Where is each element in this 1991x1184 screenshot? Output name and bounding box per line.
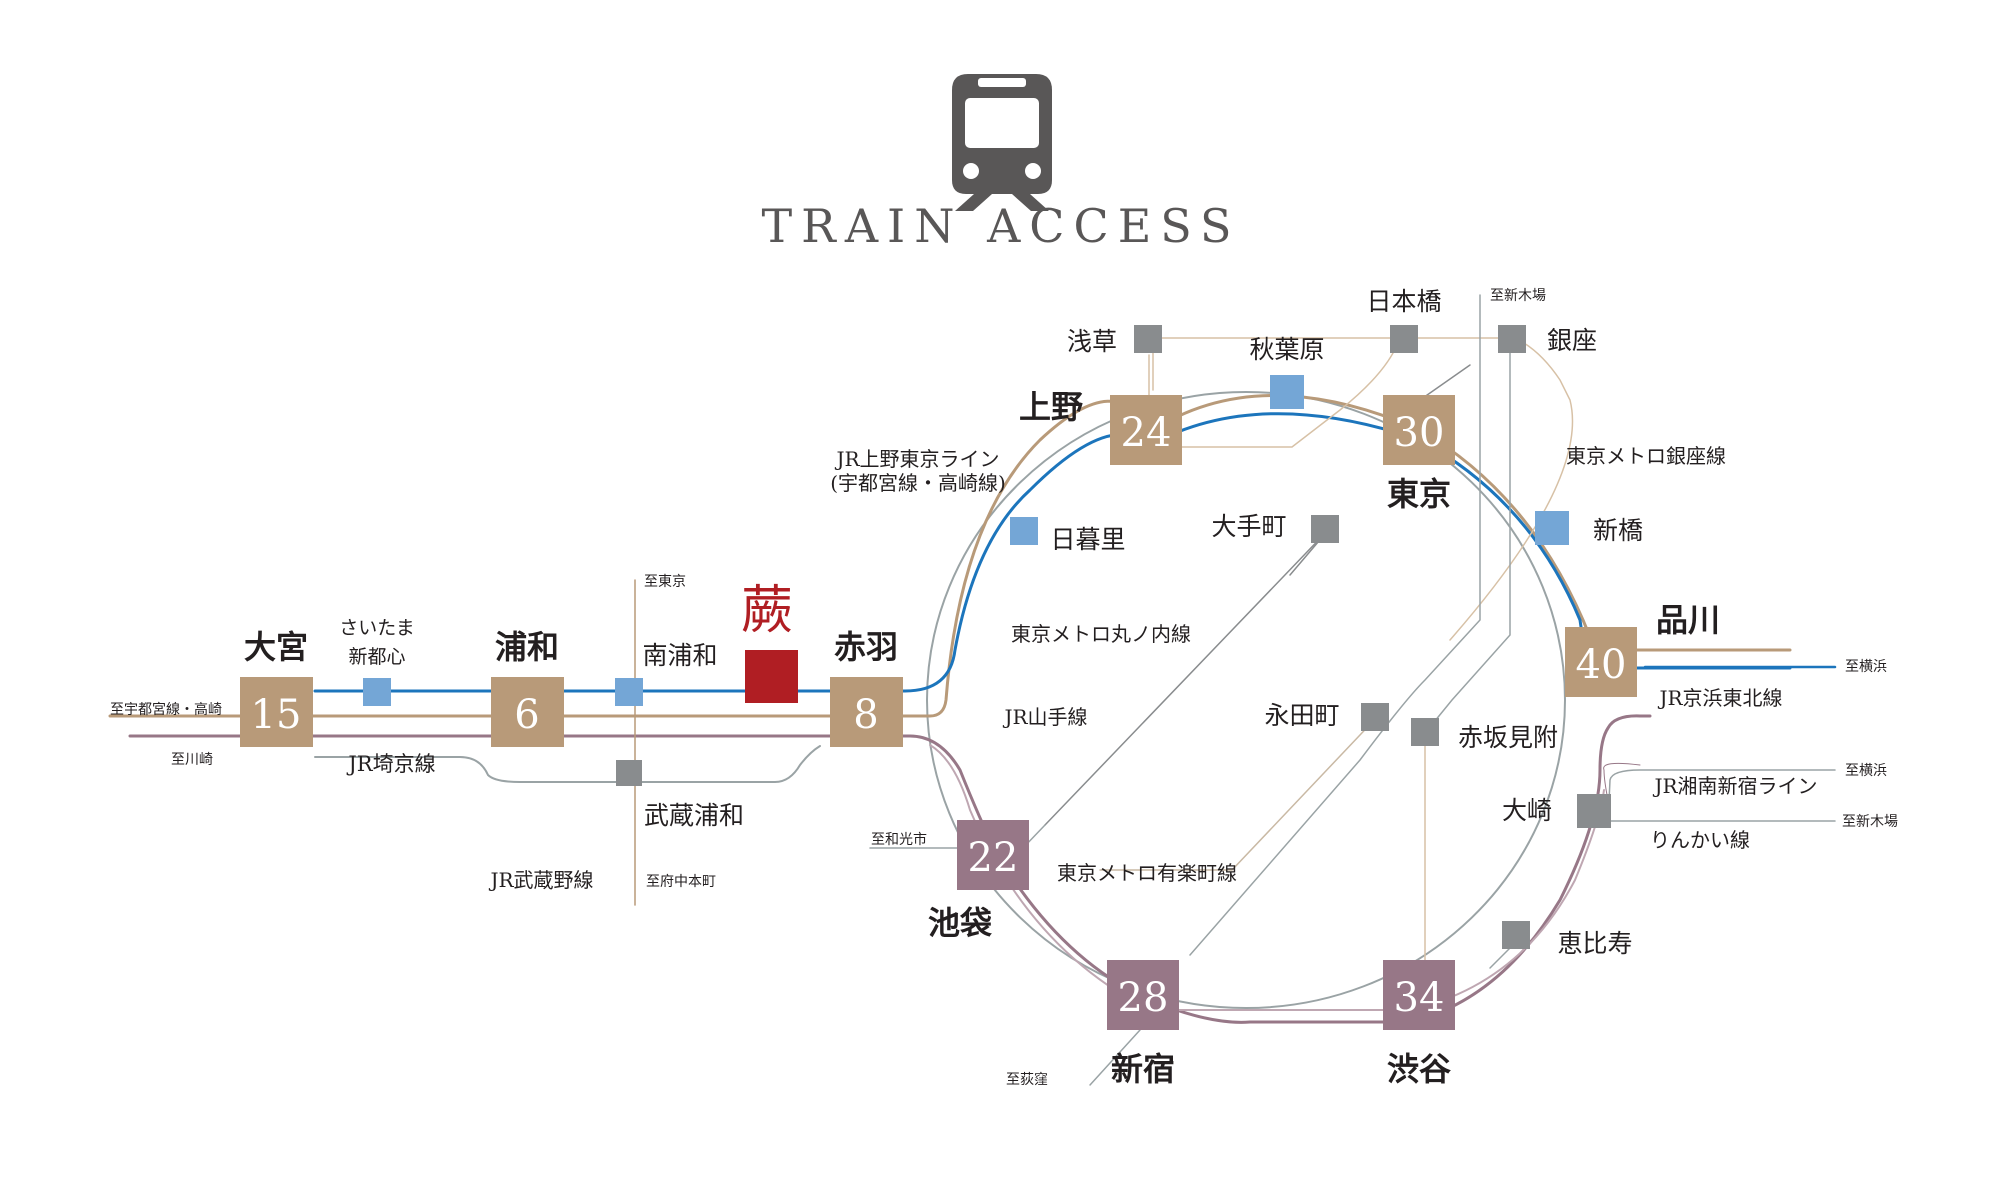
major-station-shinjuku[interactable]: 28 xyxy=(1107,960,1179,1030)
station-name-ueno: 上野 xyxy=(1019,388,1083,426)
station-marker-asakusa[interactable] xyxy=(1134,325,1162,353)
station-marker-shimbashi[interactable] xyxy=(1535,511,1569,545)
direction-utsunomiya-takasaki: 至宇都宮線・高崎 xyxy=(110,701,222,718)
station-name-shimbashi: 新橋 xyxy=(1593,516,1643,545)
minutes-urawa: 6 xyxy=(514,692,539,738)
station-name-nippori: 日暮里 xyxy=(1050,525,1125,554)
minutes-ueno: 24 xyxy=(1121,410,1172,456)
major-station-ueno[interactable]: 24 xyxy=(1110,395,1182,465)
direction-ogikubo: 至荻窪 xyxy=(1006,1071,1048,1088)
utsunomiya-line xyxy=(108,399,1152,718)
minutes-shibuya: 34 xyxy=(1394,975,1445,1021)
station-name-nihonbashi: 日本橋 xyxy=(1366,287,1441,316)
line-label-jr-ueno-tokyo-1: JR上野東京ライン xyxy=(834,447,999,471)
line-label-yurakucho: 東京メトロ有楽町線 xyxy=(1057,861,1237,885)
station-name-akihabara: 秋葉原 xyxy=(1249,335,1324,364)
station-name-musashi-urawa: 武蔵浦和 xyxy=(644,801,744,830)
saikyo-line xyxy=(128,714,1652,1024)
ginza-line xyxy=(1139,337,1574,641)
direction-shinkiba-right: 至新木場 xyxy=(1842,814,1898,830)
station-marker-musashi-urawa[interactable] xyxy=(616,760,642,786)
direction-tokyo: 至東京 xyxy=(644,574,686,590)
minutes-ikebukuro: 22 xyxy=(968,835,1019,881)
minutes-shinjuku: 28 xyxy=(1118,975,1169,1021)
station-marker-nippori[interactable] xyxy=(1010,517,1038,545)
marunouchi-line xyxy=(1044,527,1331,826)
station-name-shinagawa: 品川 xyxy=(1656,601,1720,639)
line-label-jr-musashino: JR武蔵野線 xyxy=(488,868,593,892)
major-station-akabane[interactable]: 8 xyxy=(830,677,903,747)
station-marker-ebisu[interactable] xyxy=(1502,921,1530,949)
line-label-marunouchi: 東京メトロ丸ノ内線 xyxy=(1011,622,1191,646)
station-name-ikebukuro: 池袋 xyxy=(928,904,992,942)
station-name-urawa: 浦和 xyxy=(495,628,559,666)
line-label-jr-saikyo: JR埼京線 xyxy=(346,752,435,776)
station-marker-nihonbashi[interactable] xyxy=(1390,325,1418,353)
yamanote-line xyxy=(926,391,1566,1009)
station-name-shinjuku: 新宿 xyxy=(1111,1050,1175,1088)
station-name-osaki: 大崎 xyxy=(1502,796,1552,825)
direction-kawasaki: 至川崎 xyxy=(171,752,213,768)
station-marker-osaki[interactable] xyxy=(1577,794,1611,828)
station-name-minami-urawa: 南浦和 xyxy=(642,641,717,670)
station-name-otemachi: 大手町 xyxy=(1211,512,1286,541)
minutes-omiya: 15 xyxy=(251,692,302,738)
direction-yokohama-1: 至横浜 xyxy=(1845,659,1887,675)
station-name-ebisu: 恵比寿 xyxy=(1557,929,1632,958)
line-label-jr-ueno-tokyo-2: (宇都宮線・高崎線) xyxy=(830,471,1006,495)
station-name-ginza: 銀座 xyxy=(1547,326,1597,355)
direction-shinkiba-top: 至新木場 xyxy=(1490,288,1546,304)
home-station-name: 蕨 xyxy=(741,581,793,641)
station-marker-minami-urawa[interactable] xyxy=(615,678,643,706)
home-station-marker[interactable] xyxy=(745,650,798,703)
minutes-akabane: 8 xyxy=(853,692,878,738)
line-label-yamanote: JR山手線 xyxy=(1002,705,1087,729)
station-name-akabane: 赤羽 xyxy=(834,628,898,666)
station-name-saitama-shintoshin-1: さいたま xyxy=(339,617,414,639)
line-label-keihin-tohoku: JR京浜東北線 xyxy=(1657,686,1782,710)
station-name-shibuya: 渋谷 xyxy=(1387,1050,1451,1088)
station-name-tokyo: 東京 xyxy=(1387,475,1451,513)
station-marker-nagatacho[interactable] xyxy=(1361,703,1389,731)
major-station-ikebukuro[interactable]: 22 xyxy=(957,820,1029,890)
station-marker-saitama-shintoshin[interactable] xyxy=(363,678,391,706)
station-name-akasaka-mitsuke: 赤坂見附 xyxy=(1458,723,1558,752)
station-marker-otemachi[interactable] xyxy=(1311,515,1339,543)
major-station-tokyo[interactable]: 30 xyxy=(1383,395,1455,465)
line-label-ginza-line: 東京メトロ銀座線 xyxy=(1566,444,1726,468)
major-station-shinagawa[interactable]: 40 xyxy=(1565,627,1637,697)
yurakucho-line xyxy=(1099,715,1379,871)
major-station-omiya[interactable]: 15 xyxy=(240,677,313,747)
station-marker-akihabara[interactable] xyxy=(1270,375,1304,409)
minor-station-markers xyxy=(363,325,1611,949)
station-name-omiya: 大宮 xyxy=(244,628,308,666)
station-name-saitama-shintoshin-2: 新都心 xyxy=(348,646,405,668)
line-label-rinkai: りんかい線 xyxy=(1650,828,1750,852)
minutes-shinagawa: 40 xyxy=(1576,642,1627,688)
station-name-nagatacho: 永田町 xyxy=(1264,701,1339,730)
direction-fuchu-hommachi: 至府中本町 xyxy=(646,874,716,890)
line-label-shonan-shinjuku: JR湘南新宿ライン xyxy=(1652,774,1817,798)
station-name-asakusa: 浅草 xyxy=(1067,327,1117,356)
major-station-shibuya[interactable]: 34 xyxy=(1383,960,1455,1030)
direction-wakoshi: 至和光市 xyxy=(871,831,927,848)
musashino-line xyxy=(314,745,821,783)
station-marker-ginza[interactable] xyxy=(1498,325,1526,353)
direction-yokohama-2: 至横浜 xyxy=(1845,763,1887,779)
minutes-tokyo: 30 xyxy=(1394,410,1445,456)
page-title: TRAIN ACCESS xyxy=(762,199,1241,253)
major-station-urawa[interactable]: 6 xyxy=(491,677,564,747)
train-icon xyxy=(952,74,1052,211)
station-marker-akasaka-mitsuke[interactable] xyxy=(1411,718,1439,746)
